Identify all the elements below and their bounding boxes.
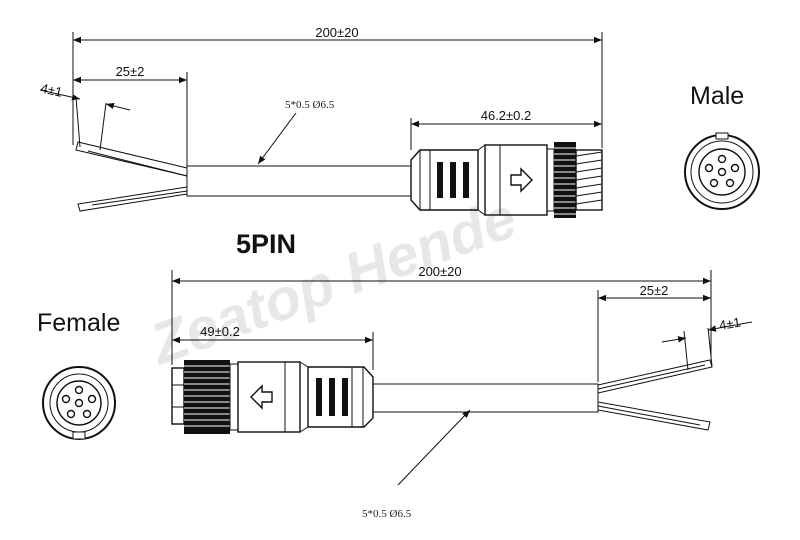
female-wire-1 bbox=[597, 359, 713, 394]
female-strip-length: 25±2 bbox=[640, 283, 669, 298]
pin-count-title: 5PIN bbox=[236, 229, 296, 259]
male-wire-tip: 4±1 bbox=[39, 80, 63, 99]
female-pin-face-icon bbox=[42, 366, 116, 440]
male-strip-length: 25±2 bbox=[116, 64, 145, 79]
male-pin-face-icon bbox=[684, 132, 760, 210]
male-arrow-icon bbox=[510, 167, 533, 193]
female-label: Female bbox=[37, 309, 120, 337]
female-overall-length: 200±20 bbox=[418, 264, 461, 279]
male-wire-2 bbox=[77, 186, 188, 212]
male-wire-1 bbox=[75, 141, 188, 177]
male-cable-spec: 5*0.5 Ø6.5 bbox=[285, 99, 335, 111]
male-connector-body bbox=[410, 142, 603, 218]
female-cable-assembly: 200±20 25±2 49±0.2 4±1 5*0.5 Ø6.5 bbox=[37, 264, 753, 520]
female-cable-spec: 5*0.5 Ø6.5 bbox=[362, 508, 412, 520]
female-wire-tip: 4±1 bbox=[718, 314, 742, 333]
female-connector-length: 49±0.2 bbox=[200, 324, 240, 339]
female-arrow-icon bbox=[250, 384, 273, 410]
female-wire-2 bbox=[597, 401, 711, 431]
male-label: Male bbox=[690, 82, 744, 110]
male-connector-length: 46.2±0.2 bbox=[481, 108, 532, 123]
female-cable-jacket bbox=[372, 383, 599, 413]
male-cable-jacket bbox=[186, 165, 412, 197]
male-cable-assembly: 200±20 25±2 4±1 5*0.5 Ø6.5 46.2±0.2 bbox=[39, 25, 760, 218]
male-overall-length: 200±20 bbox=[315, 25, 358, 40]
female-connector-body bbox=[171, 360, 374, 434]
